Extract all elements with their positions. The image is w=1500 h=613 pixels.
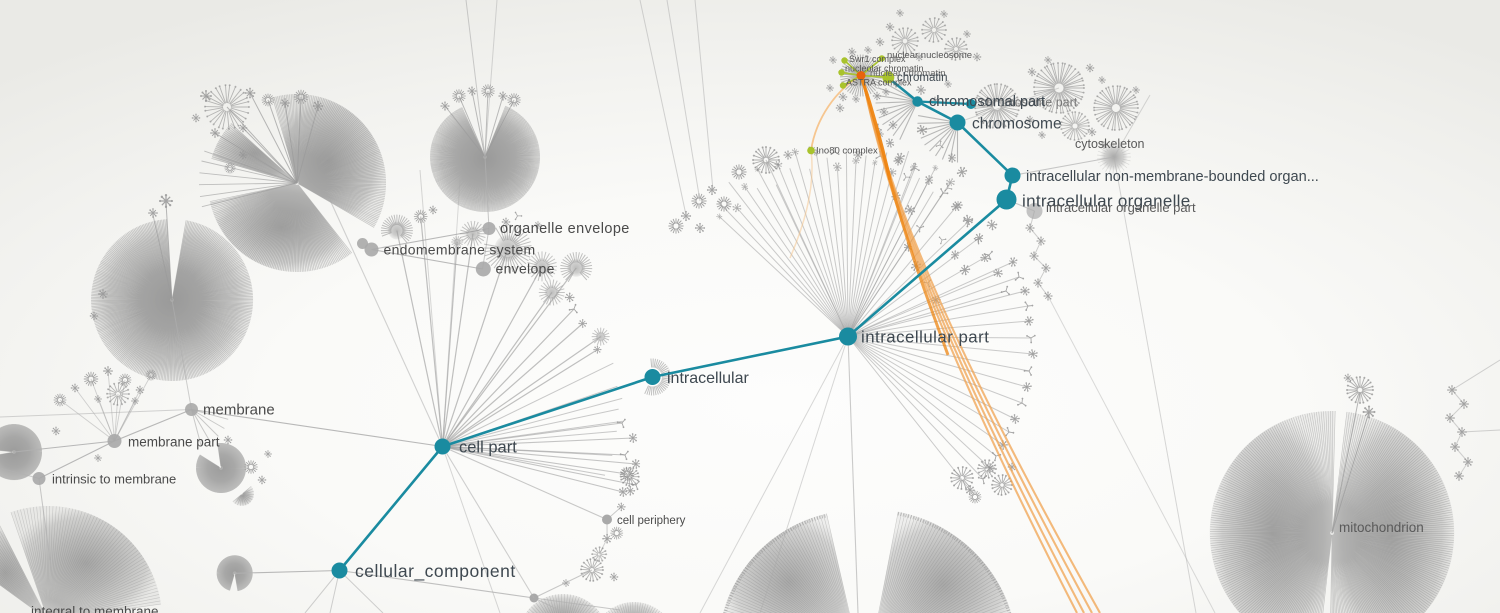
svg-text:intracellular organelle: intracellular organelle	[1022, 192, 1191, 211]
svg-text:cellular_component: cellular_component	[355, 561, 516, 582]
svg-text:cytoskeleton: cytoskeleton	[1075, 137, 1145, 151]
svg-text:endomembrane system: endomembrane system	[384, 242, 536, 258]
svg-text:intrinsic to membrane: intrinsic to membrane	[52, 472, 176, 487]
svg-text:organelle envelope: organelle envelope	[500, 221, 630, 237]
svg-text:intracellular non-membrane-bou: intracellular non-membrane-bounded organ…	[1026, 169, 1319, 185]
svg-text:integral to membrane: integral to membrane	[31, 604, 159, 613]
svg-text:membrane part: membrane part	[128, 435, 220, 450]
svg-text:membrane: membrane	[203, 402, 275, 419]
svg-text:chromosome part: chromosome part	[980, 96, 1078, 110]
svg-text:nuclear chromatin: nuclear chromatin	[870, 68, 946, 79]
svg-text:intracellular organelle part: intracellular organelle part	[1046, 200, 1196, 215]
svg-text:nucleolar chromatin: nucleolar chromatin	[845, 64, 924, 74]
svg-text:intracellular: intracellular	[667, 370, 749, 387]
svg-text:cell part: cell part	[459, 439, 517, 457]
svg-text:envelope: envelope	[496, 261, 555, 277]
svg-text:nuclear nucleosome: nuclear nucleosome	[887, 50, 972, 61]
svg-text:ASTRA complex: ASTRA complex	[846, 78, 912, 88]
svg-text:chromosomal part: chromosomal part	[929, 94, 1045, 110]
svg-text:Swr1 complex: Swr1 complex	[849, 54, 906, 64]
svg-text:intracellular part: intracellular part	[861, 328, 989, 347]
svg-text:cell periphery: cell periphery	[617, 515, 686, 527]
svg-text:Ino80 complex: Ino80 complex	[816, 146, 878, 157]
svg-text:chromatin: chromatin	[897, 72, 948, 84]
svg-text:mitochondrion: mitochondrion	[1339, 520, 1424, 535]
svg-text:chromosome: chromosome	[972, 116, 1062, 133]
